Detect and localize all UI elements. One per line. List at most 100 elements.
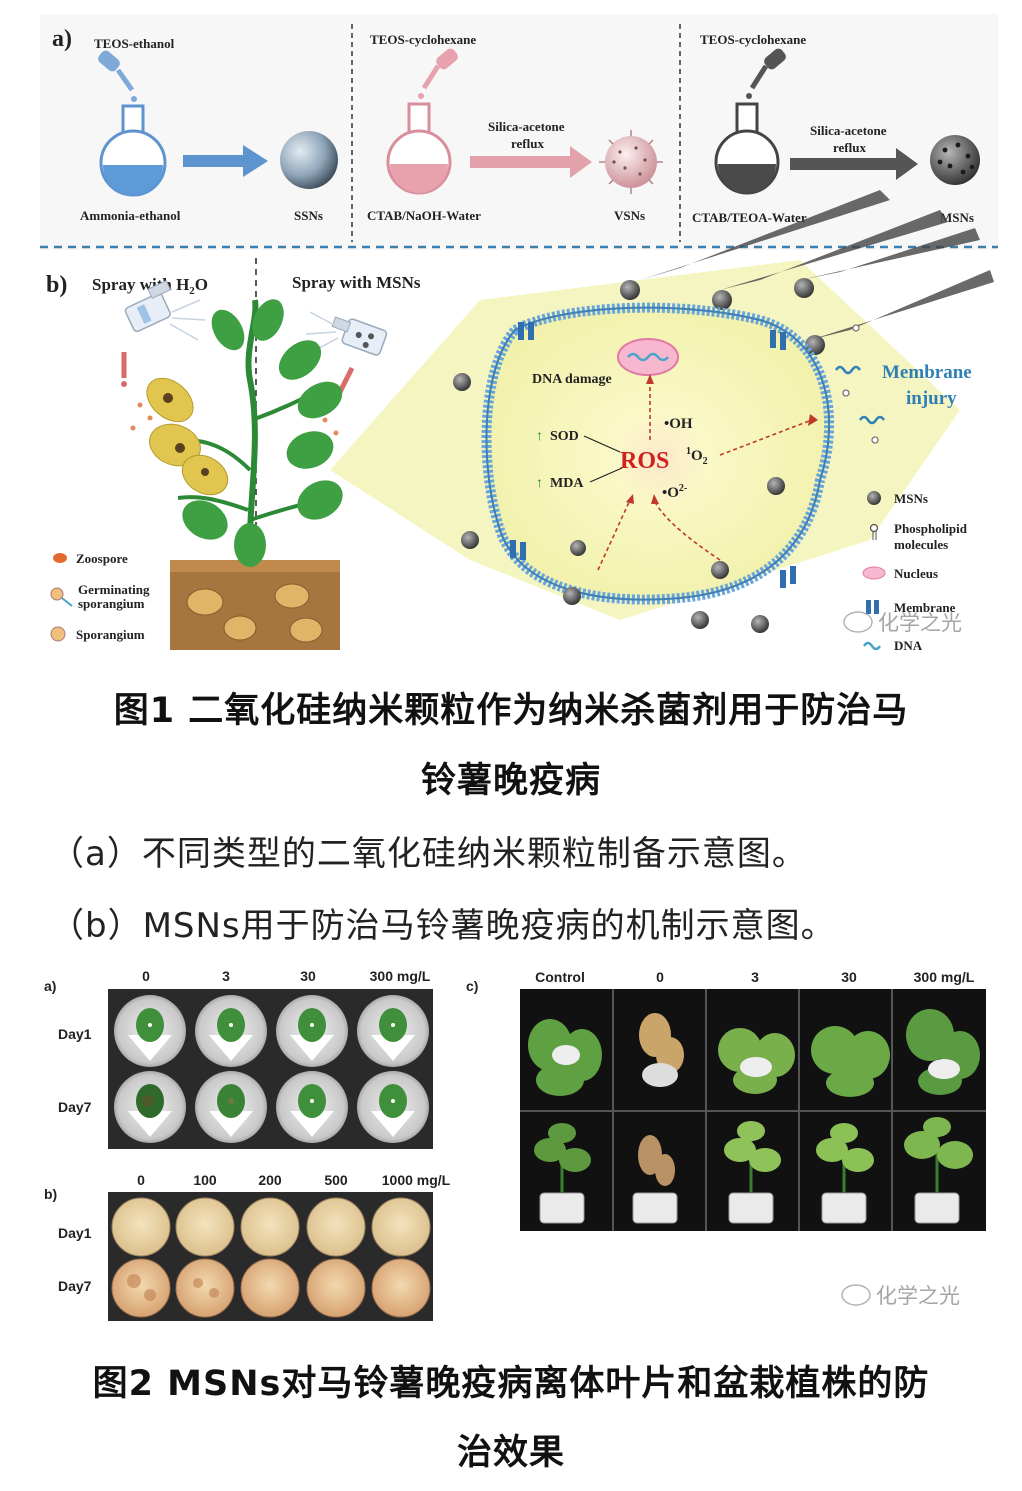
- fig2-panel-c-label: c): [466, 978, 478, 994]
- svg-text:CTAB/NaOH-Water: CTAB/NaOH-Water: [367, 208, 481, 223]
- svg-text:30: 30: [841, 969, 857, 985]
- vsn-particle-icon: [599, 130, 663, 194]
- svg-text:30: 30: [300, 968, 316, 984]
- svg-text:↑: ↑: [536, 429, 543, 444]
- msn-particle-icon: [930, 135, 980, 185]
- svg-text:1O2: 1O2: [686, 446, 708, 467]
- synthesis-step-msn: TEOS-cyclohexane CTAB/TEOA-Water Silica-…: [692, 32, 980, 225]
- dropper-icon: [98, 50, 137, 102]
- fig2-panel-b-col-headers: 0 100 200 500 1000 mg/L: [137, 1172, 451, 1188]
- spray-bottle-icon: [124, 280, 172, 333]
- svg-text:reflux: reflux: [511, 136, 544, 151]
- svg-text:Membrane: Membrane: [894, 600, 956, 615]
- legend-left: Zoospore Germinating sporangium Sporangi…: [50, 551, 150, 642]
- svg-text:ROS: ROS: [620, 448, 669, 474]
- svg-text:MSNs: MSNs: [940, 210, 974, 225]
- svg-text:Silica-acetone: Silica-acetone: [810, 123, 887, 138]
- spray-bottle-icon: [331, 316, 388, 356]
- figure2: a) 0 3 30 300 mg/L Day1 Day7 b) 0 100 20…: [44, 968, 986, 1321]
- svg-text:200: 200: [258, 1172, 282, 1188]
- svg-text:Day1: Day1: [58, 1225, 92, 1241]
- arrow-icon: [183, 145, 268, 177]
- svg-text:Control: Control: [535, 969, 585, 985]
- svg-text:Day7: Day7: [58, 1278, 92, 1294]
- dropper-icon: [418, 48, 458, 99]
- svg-text:molecules: molecules: [894, 537, 948, 552]
- flask-icon: [99, 104, 167, 197]
- figure1-caption-b: （b）MSNs用于防治马铃薯晚疫病的机制示意图。: [50, 906, 836, 946]
- leaf-dish-grid: [114, 995, 429, 1143]
- watermark: 化学之光: [843, 611, 962, 635]
- svg-text:0: 0: [137, 1172, 145, 1188]
- svg-text:MSNs: MSNs: [894, 491, 928, 506]
- svg-text:TEOS-cyclohexane: TEOS-cyclohexane: [370, 32, 476, 47]
- svg-text:Silica-acetone: Silica-acetone: [488, 119, 565, 134]
- figure1-caption-title-cont: 铃薯晚疫病: [420, 761, 601, 801]
- svg-text:TEOS-ethanol: TEOS-ethanol: [94, 36, 175, 51]
- figure2-caption-title-cont: 治效果: [456, 1433, 565, 1473]
- svg-text:•OH: •OH: [664, 416, 693, 432]
- svg-text:•O2-: •O2-: [662, 483, 687, 501]
- svg-text:VSNs: VSNs: [614, 208, 645, 223]
- membrane-injury: Membrane injury: [834, 324, 972, 444]
- svg-text:100: 100: [193, 1172, 217, 1188]
- synthesis-step-vsn: TEOS-cyclohexane CTAB/NaOH-Water Silica-…: [367, 32, 663, 223]
- figure1-caption-a: （a）不同类型的二氧化硅纳米颗粒制备示意图。: [50, 834, 807, 874]
- msn-beams: [620, 190, 994, 355]
- fig2-panel-a-col-headers: 0 3 30 300 mg/L: [142, 968, 431, 984]
- synthesis-step-ssn: TEOS-ethanol Ammonia-ethanol SSNs: [80, 36, 338, 223]
- svg-text:1000 mg/L: 1000 mg/L: [382, 1172, 451, 1188]
- svg-text:0: 0: [142, 968, 150, 984]
- svg-text:化学之光: 化学之光: [878, 611, 962, 635]
- fig2-panel-c-col-headers: Control 0 3 30 300 mg/L: [535, 969, 975, 985]
- svg-text:Day7: Day7: [58, 1099, 92, 1115]
- svg-text:Phospholipid: Phospholipid: [894, 521, 968, 536]
- arrow-icon: [790, 148, 918, 180]
- fig2-panel-a-label: a): [44, 978, 56, 994]
- watermark: 化学之光: [841, 1284, 960, 1308]
- svg-text:injury: injury: [906, 388, 957, 409]
- figure1: a) TEOS-ethanol Ammonia-ethanol SSNs TEO…: [40, 14, 998, 660]
- svg-text:sporangium: sporangium: [78, 596, 145, 611]
- svg-text:300 mg/L: 300 mg/L: [370, 968, 431, 984]
- svg-text:0: 0: [656, 969, 664, 985]
- svg-text:TEOS-cyclohexane: TEOS-cyclohexane: [700, 32, 806, 47]
- svg-text:Sporangium: Sporangium: [76, 627, 145, 642]
- fig1-panel-b-label: b): [46, 272, 67, 298]
- legend-right: MSNs Phospholipid molecules Nucleus Memb…: [862, 491, 968, 653]
- svg-text:SOD: SOD: [550, 429, 579, 444]
- svg-text:Germinating: Germinating: [78, 582, 150, 597]
- svg-text:↑: ↑: [536, 476, 543, 491]
- arrow-icon: [470, 146, 592, 178]
- svg-text:3: 3: [222, 968, 230, 984]
- svg-text:300 mg/L: 300 mg/L: [914, 969, 975, 985]
- svg-text:CTAB/TEOA-Water: CTAB/TEOA-Water: [692, 210, 807, 225]
- svg-text:DNA: DNA: [894, 638, 923, 653]
- cell-diagram: DNA damage ROS •OH 1O2 •O2- ↑ SOD ↑ MDA: [453, 302, 835, 633]
- svg-text:SSNs: SSNs: [294, 208, 323, 223]
- fig2-panel-b-label: b): [44, 1186, 57, 1202]
- figure1-caption-title: 图1 二氧化硅纳米颗粒作为纳米杀菌剂用于防治马: [113, 691, 909, 731]
- svg-text:DNA damage: DNA damage: [532, 372, 612, 387]
- figure2-caption-title: 图2 MSNs对马铃薯晚疫病离体叶片和盆栽植株的防: [92, 1364, 930, 1404]
- svg-text:500: 500: [324, 1172, 348, 1188]
- tuber-dish-grid: [111, 1197, 431, 1318]
- svg-text:3: 3: [751, 969, 759, 985]
- svg-text:Day1: Day1: [58, 1026, 92, 1042]
- dropper-icon: [746, 48, 786, 99]
- svg-text:MDA: MDA: [550, 476, 584, 491]
- ssn-particle-icon: [280, 131, 338, 189]
- potato-plant-illustration: [146, 299, 343, 650]
- flask-icon: [714, 102, 780, 195]
- svg-text:Nucleus: Nucleus: [894, 566, 938, 581]
- flask-icon: [386, 102, 452, 195]
- dropper-icon: [121, 352, 127, 387]
- svg-text:Zoospore: Zoospore: [76, 551, 128, 566]
- svg-text:reflux: reflux: [833, 140, 866, 155]
- svg-text:Membrane: Membrane: [882, 362, 972, 383]
- svg-text:化学之光: 化学之光: [876, 1284, 960, 1308]
- svg-text:Ammonia-ethanol: Ammonia-ethanol: [80, 208, 181, 223]
- svg-text:Spray with MSNs: Spray with MSNs: [292, 273, 421, 292]
- potted-plant-grid: [528, 1009, 980, 1224]
- fig1-panel-a-label: a): [52, 26, 72, 52]
